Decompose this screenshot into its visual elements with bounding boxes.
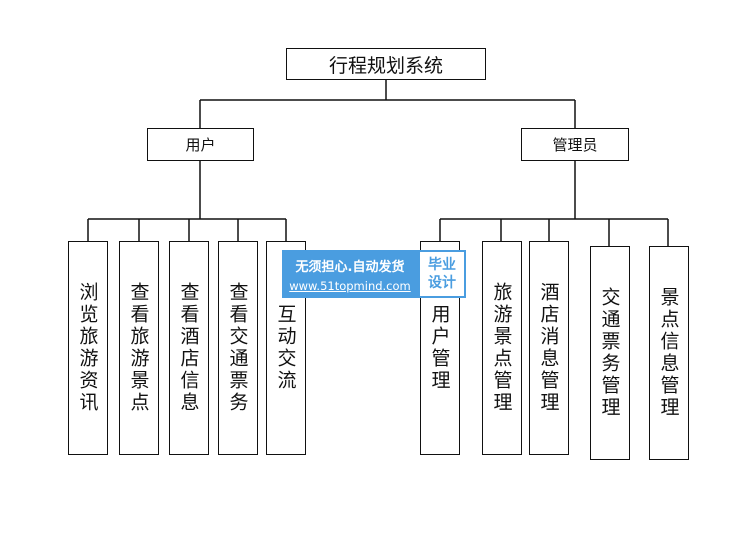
user-function-view-hotels: 查看酒店信息 xyxy=(169,241,209,455)
admin-function-spot-info-mgmt: 景点信息管理 xyxy=(649,246,689,460)
admin-node: 管理员 xyxy=(521,128,629,161)
user-function-view-attractions: 查看旅游景点 xyxy=(119,241,159,455)
admin-function-hotel-mgmt: 酒店消息管理 xyxy=(529,241,569,455)
watermark-slogan: 无须担心.自动发货 xyxy=(295,259,405,275)
user-function-view-tickets: 查看交通票务 xyxy=(218,241,258,455)
watermark-badge-bottom: 设计 xyxy=(428,275,456,291)
admin-function-attraction-mgmt: 旅游景点管理 xyxy=(482,241,522,455)
connector-root xyxy=(199,80,576,128)
admin-function-ticket-mgmt: 交通票务管理 xyxy=(590,246,630,460)
watermark-url: www.51topmind.com xyxy=(289,278,411,293)
user-node: 用户 xyxy=(147,128,254,161)
user-function-interaction: 互动交流 xyxy=(266,241,306,455)
user-function-browse-info: 浏览旅游资讯 xyxy=(68,241,108,455)
root-node: 行程规划系统 xyxy=(286,48,486,80)
watermark-text: 无须担心.自动发货 www.51topmind.com xyxy=(282,250,418,298)
watermark-badge: 毕业 设计 xyxy=(418,250,466,298)
watermark-badge-top: 毕业 xyxy=(428,257,456,273)
connector-user xyxy=(87,161,287,241)
watermark-banner: 无须担心.自动发货 www.51topmind.com 毕业 设计 xyxy=(282,250,466,298)
connector-admin xyxy=(439,161,669,246)
